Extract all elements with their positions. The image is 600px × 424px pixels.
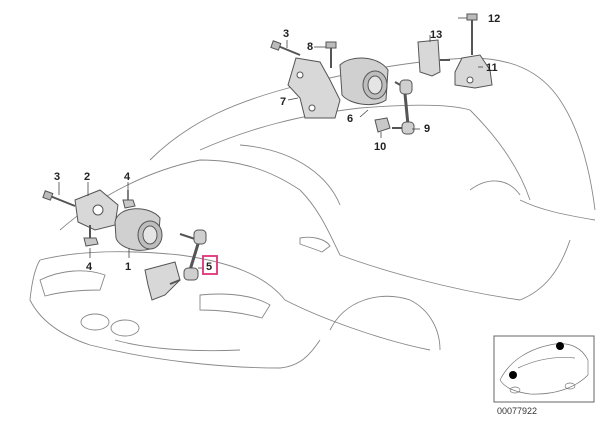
nut-10 — [374, 117, 391, 133]
callout-2: 2 — [84, 171, 90, 183]
leader-lines — [58, 17, 483, 269]
location-dot-front — [509, 371, 517, 379]
callout-7: 7 — [280, 96, 286, 108]
bolt-12 — [466, 13, 478, 55]
nut-4-front — [83, 225, 99, 247]
bracket-13 — [417, 39, 441, 77]
reference-number: 00077922 — [497, 406, 537, 416]
bolt-3-rear — [270, 40, 301, 56]
link-rod-5 — [169, 229, 207, 285]
sensor-1 — [114, 208, 163, 251]
bolt-3-front — [42, 190, 76, 207]
sensor-6 — [339, 57, 389, 106]
callout-labels: 3 2 4 4 1 5 3 8 7 6 10 9 12 13 11 — [54, 13, 500, 273]
callout-3-rear: 3 — [283, 28, 289, 40]
callout-1: 1 — [125, 261, 131, 273]
callout-11: 11 — [486, 62, 498, 74]
callout-4-lower: 4 — [86, 261, 93, 273]
callout-4-top: 4 — [124, 171, 131, 183]
callout-10: 10 — [374, 141, 386, 153]
callout-8: 8 — [307, 41, 313, 53]
callout-9: 9 — [424, 123, 430, 135]
callout-6: 6 — [347, 113, 353, 125]
bolt-8 — [325, 41, 337, 68]
bracket-11 — [454, 54, 493, 89]
location-inset — [493, 335, 595, 403]
nut-4-top — [122, 190, 136, 209]
front-sensor-group — [42, 189, 207, 301]
callout-12: 12 — [488, 13, 500, 25]
car-outline — [29, 57, 596, 369]
location-dot-rear — [556, 342, 564, 350]
rear-sensor-group — [270, 13, 493, 135]
callout-13: 13 — [430, 29, 442, 41]
callout-5: 5 — [206, 261, 212, 273]
link-rod-9 — [392, 79, 415, 135]
highlight-box-5 — [202, 255, 218, 275]
callout-3-front: 3 — [54, 171, 60, 183]
